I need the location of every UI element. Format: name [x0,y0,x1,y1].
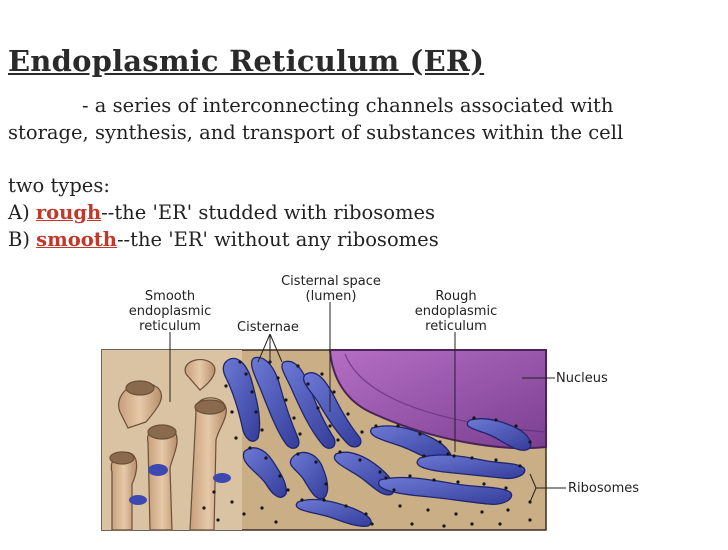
description-line-2: storage, synthesis, and transport of sub… [8,121,624,144]
type-a-definition: --the 'ER' studded with ribosomes [101,201,435,224]
description-line-1: - a series of interconnecting channels a… [82,94,614,117]
description: - a series of interconnecting channels a… [8,92,723,146]
er-diagram: Smooth endoplasmic reticulum Cisternal s… [0,262,728,550]
rough-er-cisternae [222,356,532,527]
page-title: Endoplasmic Reticulum (ER) [8,44,485,78]
types-intro: two types: [8,174,110,197]
type-smooth: B) smooth--the 'ER' without any ribosome… [8,226,439,253]
label-cisternae: Cisternae [237,320,299,335]
label-rough-er: Rough endoplasmic reticulum [414,289,498,334]
type-b-prefix: B) [8,228,37,251]
type-rough: A) rough--the 'ER' studded with ribosome… [8,199,439,226]
label-ribosomes: Ribosomes [568,481,640,496]
smooth-er-tubes [109,358,227,531]
rough-term: rough [35,201,102,224]
er-illustration [101,302,566,531]
ribosome-dots [202,360,532,528]
label-nucleus: Nucleus [556,371,608,386]
leader-lines [169,302,566,503]
type-a-prefix: A) [8,201,36,224]
smooth-term: smooth [36,228,117,251]
type-b-definition: --the 'ER' without any ribosomes [116,228,439,251]
label-cisternal-space: Cisternal space (lumen) [281,274,381,304]
types-list: two types: A) rough--the 'ER' studded wi… [8,172,439,253]
label-smooth-er: Smooth endoplasmic reticulum [128,289,212,334]
